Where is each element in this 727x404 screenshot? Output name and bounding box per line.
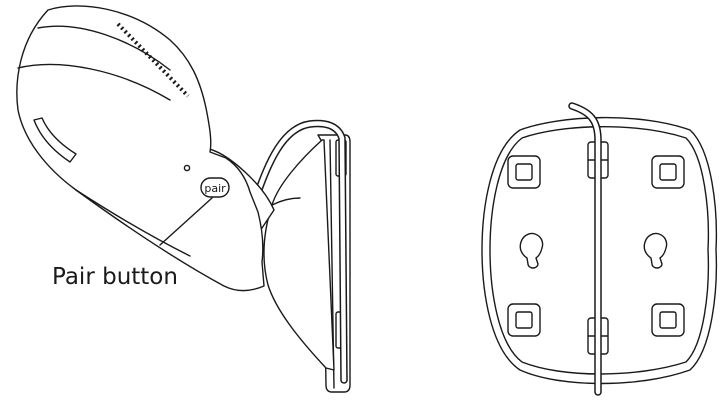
pair-button-label: pair [204, 182, 226, 195]
stand-base [263, 139, 335, 371]
camera-body [16, 5, 265, 292]
power-cable-front [568, 102, 602, 396]
pair-button-caption: Pair button [52, 264, 178, 290]
mount-tab-top-right [651, 155, 685, 189]
plate-inner-outline [489, 126, 710, 375]
mount-tab-bottom-left [507, 303, 541, 337]
camera-side-view: pair Pair button [16, 5, 351, 393]
pair-button: pair [200, 177, 230, 198]
power-cable-side [254, 119, 348, 384]
pair-leader-line [159, 197, 213, 246]
wall-plate-front-view [481, 102, 718, 396]
keyhole-right [643, 232, 668, 269]
mount-tab-bottom-right [651, 303, 685, 337]
keyhole-left [519, 232, 544, 269]
status-led [183, 164, 191, 172]
mount-tab-top-left [507, 155, 541, 189]
